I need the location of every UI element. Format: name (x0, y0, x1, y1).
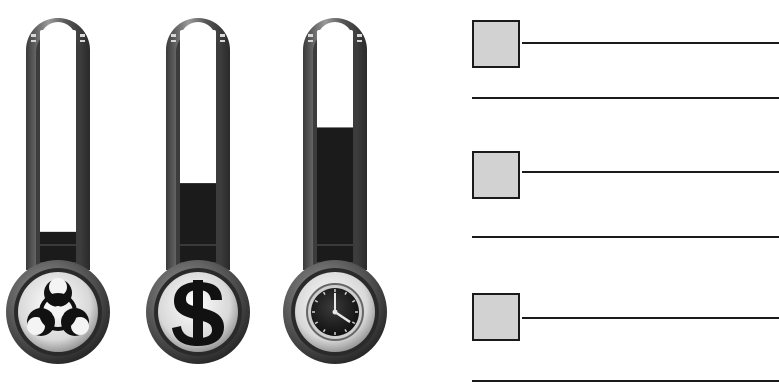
thermometer-money (146, 18, 250, 364)
clock-tick (344, 291, 348, 296)
fill-divider (40, 244, 76, 246)
level-fill (40, 231, 76, 262)
legend-line-3 (522, 317, 779, 319)
fill-divider (317, 244, 353, 246)
level-fill (180, 183, 216, 262)
clock-tick (351, 321, 356, 325)
legend-box-2 (472, 151, 520, 199)
clock-tick (344, 328, 348, 333)
tube-empty (40, 30, 76, 262)
separator-1 (472, 97, 779, 99)
clock-tick (322, 291, 326, 296)
clock-tick (322, 328, 326, 333)
legend-line-1 (522, 42, 779, 44)
tube-top (317, 22, 353, 60)
level-fill (317, 127, 353, 262)
clock-tick (351, 299, 356, 303)
clock-icon (306, 283, 364, 341)
legend-line-2 (522, 171, 779, 173)
fill-divider (180, 244, 216, 246)
thermometer-biohazard (6, 18, 110, 364)
clock-tick (314, 321, 319, 325)
separator-2 (472, 236, 779, 238)
thermometer-time (283, 18, 387, 364)
legend-box-3 (472, 293, 520, 341)
legend-box-1 (472, 20, 520, 68)
tube-top (180, 22, 216, 60)
biohazard-icon (27, 278, 89, 336)
clock-tick (314, 299, 319, 303)
dollar-icon (172, 280, 224, 346)
tube-top (40, 22, 76, 60)
separator-3 (472, 380, 779, 382)
